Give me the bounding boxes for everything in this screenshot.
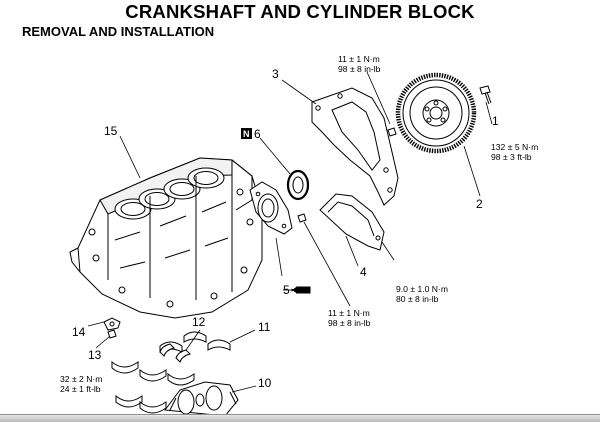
torque-cover-nm: 9.0 ± 1.0 N·m <box>396 284 448 294</box>
leader-lines <box>87 71 493 393</box>
flywheel-bolt <box>479 85 492 105</box>
torque-mid-inlb: 98 ± 8 in-lb <box>328 318 371 328</box>
callout-14: 14 <box>72 325 86 339</box>
window-bottom-edge <box>0 414 600 422</box>
crankshaft <box>164 381 239 417</box>
torque-cover-inlb: 80 ± 8 in-lb <box>396 294 439 304</box>
thrust-bearings <box>159 343 191 363</box>
torque-mid-nm: 11 ± 1 N·m <box>328 308 370 318</box>
torque-flywheel-nm: 132 ± 5 N·m <box>491 142 538 152</box>
callout-5: 5 <box>283 283 290 297</box>
callout-4: 4 <box>360 265 367 279</box>
n-badge-label: N <box>243 129 250 139</box>
torque-sensor-nm: 32 ± 2 N·m <box>60 374 102 384</box>
callout-12: 12 <box>192 315 206 329</box>
callout-2: 2 <box>476 197 483 211</box>
callout-6: 6 <box>254 127 261 141</box>
callout-15: 15 <box>104 124 118 138</box>
section-title: REMOVAL AND INSTALLATION <box>22 24 215 39</box>
oil-seal-case <box>249 181 293 235</box>
torque-flywheel-ftlb: 98 ± 3 ft-lb <box>491 152 532 162</box>
flywheel <box>395 72 477 154</box>
callout-13: 13 <box>88 348 102 362</box>
cylinder-block <box>69 157 263 319</box>
page-title: CRANKSHAFT AND CYLINDER BLOCK <box>125 1 475 22</box>
torque-top-inlb: 98 ± 8 in-lb <box>338 64 381 74</box>
callout-3: 3 <box>272 67 279 81</box>
n-badge-icon: N <box>241 128 252 139</box>
torque-sensor-ftlb: 24 ± 1 ft-lb <box>60 384 101 394</box>
callout-10: 10 <box>258 376 272 390</box>
lower-bearings <box>111 360 195 414</box>
pin <box>292 286 311 294</box>
rear-plate <box>311 87 399 206</box>
seal-case-bolt <box>297 213 307 223</box>
plate-bolt <box>387 127 397 137</box>
torque-top-nm: 11 ± 1 N·m <box>338 54 380 64</box>
rear-cover <box>319 193 385 251</box>
callout-1: 1 <box>492 114 499 128</box>
crank-sensor <box>103 317 121 331</box>
callout-11: 11 <box>258 320 271 334</box>
oil-seal <box>286 169 310 201</box>
